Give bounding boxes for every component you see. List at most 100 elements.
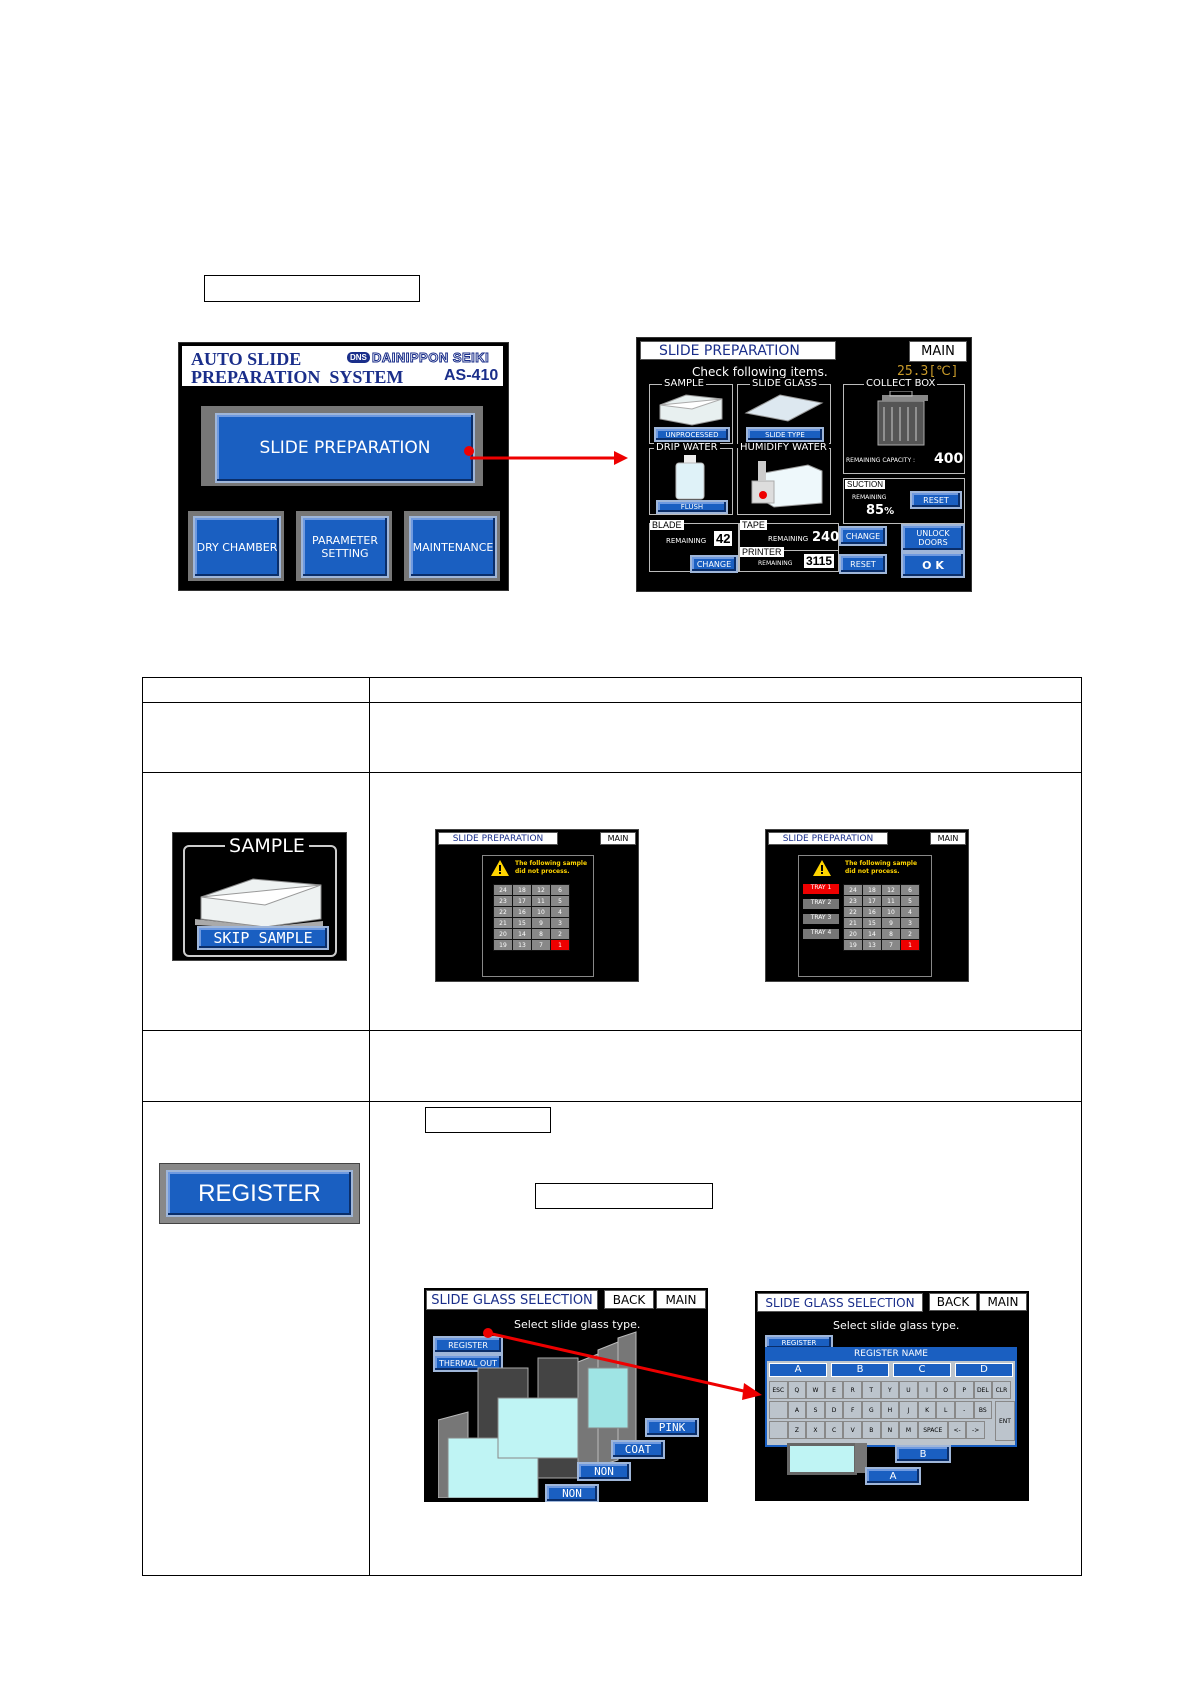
- rack-label-b[interactable]: B: [895, 1445, 951, 1463]
- keyboard-key[interactable]: ESC: [769, 1381, 788, 1399]
- suction-value-unit: %: [884, 506, 895, 517]
- keyboard-key[interactable]: J: [899, 1401, 918, 1419]
- register-small-button[interactable]: REGISTER: [433, 1336, 503, 1354]
- blade-change-button[interactable]: CHANGE: [690, 555, 738, 573]
- arrow-origin-dot: [464, 446, 474, 456]
- tray-3-button[interactable]: TRAY 3: [803, 914, 839, 924]
- keyboard-key[interactable]: X: [806, 1421, 825, 1439]
- rack-label-coat[interactable]: COAT: [611, 1440, 665, 1459]
- keyboard-key[interactable]: V: [843, 1421, 862, 1439]
- enter-key[interactable]: ENT: [995, 1401, 1015, 1441]
- keyboard-key[interactable]: E: [824, 1381, 844, 1399]
- mini-main-button[interactable]: MAIN: [930, 832, 966, 845]
- keyboard-key[interactable]: ->: [966, 1421, 985, 1439]
- grid-cell: 13: [862, 939, 882, 951]
- keyboard-key[interactable]: P: [954, 1381, 974, 1399]
- keyboard-key[interactable]: F: [843, 1401, 862, 1419]
- keyboard-key[interactable]: SPACE: [917, 1421, 948, 1439]
- table-border-bottom: [142, 1575, 1082, 1576]
- slide-glass-image: [744, 394, 824, 422]
- keyboard-key[interactable]: BS: [973, 1401, 993, 1419]
- name-slot-a[interactable]: A: [769, 1363, 827, 1377]
- tray-4-button[interactable]: TRAY 4: [803, 929, 839, 939]
- main-button[interactable]: MAIN: [656, 1290, 706, 1309]
- keyboard-key[interactable]: A: [787, 1401, 807, 1419]
- grid-cell: 20: [493, 928, 513, 940]
- unlock-doors-button[interactable]: UNLOCK DOORS: [901, 524, 965, 552]
- name-slot-c[interactable]: C: [893, 1363, 951, 1377]
- register-button[interactable]: REGISTER: [166, 1170, 353, 1217]
- keyboard-key[interactable]: N: [880, 1421, 900, 1439]
- keyboard-key[interactable]: L: [936, 1401, 955, 1419]
- keyboard-key[interactable]: R: [843, 1381, 862, 1399]
- back-button[interactable]: BACK: [929, 1293, 977, 1311]
- rack-label-a[interactable]: A: [865, 1467, 921, 1485]
- dry-chamber-button[interactable]: DRY CHAMBER: [193, 516, 281, 578]
- keyboard-key[interactable]: C: [824, 1421, 844, 1439]
- keyboard-key[interactable]: Q: [787, 1381, 807, 1399]
- grid-cell: 8: [531, 928, 551, 940]
- table-row-divider-4: [142, 1101, 1082, 1102]
- tray-2-button[interactable]: TRAY 2: [803, 899, 839, 909]
- grid-cell: 10: [531, 906, 551, 918]
- suction-group: SUCTION REMAINING 85% RESET: [843, 478, 965, 524]
- keyboard-key[interactable]: DEL: [973, 1381, 993, 1399]
- grid-cell: 24: [843, 884, 863, 896]
- keyboard-key[interactable]: I: [917, 1381, 937, 1399]
- flush-button[interactable]: FLUSH: [656, 500, 728, 514]
- tape-change-button[interactable]: CHANGE: [839, 526, 887, 546]
- ok-button[interactable]: O K: [901, 552, 965, 578]
- mini-main-button[interactable]: MAIN: [600, 832, 636, 845]
- keyboard-key[interactable]: -: [954, 1401, 974, 1419]
- back-button[interactable]: BACK: [604, 1290, 654, 1309]
- main-button[interactable]: MAIN: [909, 341, 967, 362]
- grid-cell: 4: [900, 906, 920, 918]
- name-slot-b[interactable]: B: [831, 1363, 889, 1377]
- suction-reset-button[interactable]: RESET: [910, 491, 962, 509]
- main-header: AUTO SLIDE PREPARATION SYSTEM DNS DAINIP…: [182, 346, 503, 387]
- keyboard-key[interactable]: [769, 1421, 788, 1439]
- slide-preparation-button[interactable]: SLIDE PREPARATION: [215, 413, 475, 483]
- keyboard-key[interactable]: B: [861, 1421, 881, 1439]
- keyboard-key[interactable]: O: [936, 1381, 955, 1399]
- name-slot-d[interactable]: D: [955, 1363, 1013, 1377]
- skip-sample-button[interactable]: SKIP SAMPLE: [197, 926, 329, 950]
- rack-label-non-1[interactable]: NON: [577, 1462, 631, 1481]
- rack-label-non-2[interactable]: NON: [545, 1484, 599, 1502]
- keyboard-key[interactable]: G: [861, 1401, 881, 1419]
- drip-water-label: DRIP WATER: [654, 442, 720, 453]
- slide-type-button[interactable]: SLIDE TYPE: [746, 427, 824, 442]
- keyboard-key[interactable]: D: [824, 1401, 844, 1419]
- prep-title: SLIDE PREPARATION: [640, 341, 836, 360]
- keyboard-key[interactable]: T: [861, 1381, 881, 1399]
- keyboard-key[interactable]: [769, 1401, 788, 1419]
- rack-label-pink[interactable]: PINK: [645, 1418, 699, 1437]
- keyboard-key[interactable]: K: [917, 1401, 937, 1419]
- keyboard-key[interactable]: M: [899, 1421, 918, 1439]
- grid-cell: 24: [493, 884, 513, 896]
- sample-panel-label: SAMPLE: [225, 835, 309, 857]
- keyboard-key[interactable]: H: [880, 1401, 900, 1419]
- keyboard-key[interactable]: U: [899, 1381, 918, 1399]
- grid-cell: 11: [531, 895, 551, 907]
- parameter-setting-button[interactable]: PARAMETER SETTING: [301, 516, 389, 578]
- remaining-capacity-value: 400: [934, 451, 964, 467]
- keyboard-key[interactable]: CLR: [992, 1381, 1011, 1399]
- keyboard-key[interactable]: W: [806, 1381, 825, 1399]
- printer-reset-button[interactable]: RESET: [839, 554, 887, 574]
- unprocessed-button[interactable]: UNPROCESSED: [654, 427, 730, 442]
- keyboard-key[interactable]: Z: [787, 1421, 807, 1439]
- tray-1-button[interactable]: TRAY 1: [803, 884, 839, 894]
- main-button[interactable]: MAIN: [979, 1293, 1027, 1311]
- grid-cell: 21: [843, 917, 863, 929]
- keyboard-key[interactable]: Y: [880, 1381, 900, 1399]
- grid-cell: 3: [550, 917, 570, 929]
- keyboard-key[interactable]: <-: [947, 1421, 967, 1439]
- grid-cell: 6: [900, 884, 920, 896]
- grid-cell: 23: [493, 895, 513, 907]
- keyboard-key[interactable]: S: [806, 1401, 825, 1419]
- maintenance-button[interactable]: MAINTENANCE: [409, 516, 497, 578]
